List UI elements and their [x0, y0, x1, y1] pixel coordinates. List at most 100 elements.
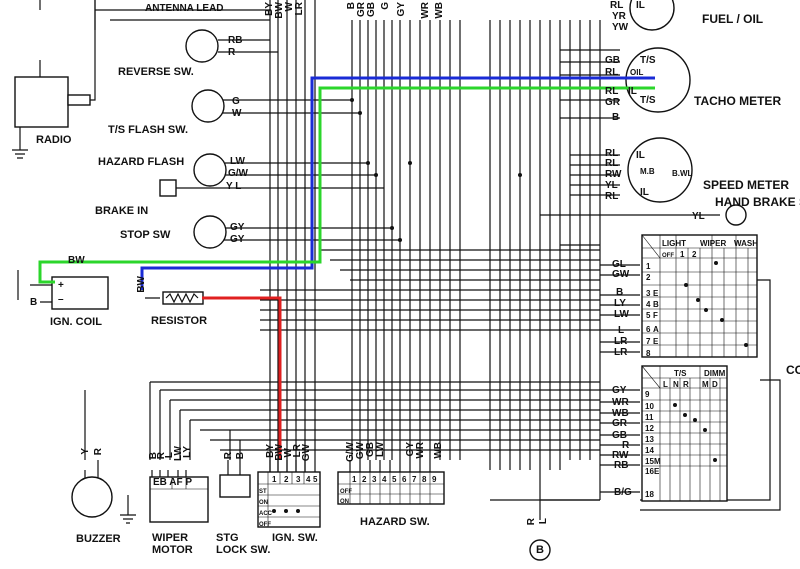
- rb1-lr2: LR: [614, 347, 628, 358]
- hand-brake-circle: [725, 204, 747, 226]
- rb1-letter-e: E: [653, 289, 659, 298]
- rb1-pin-6: 6: [646, 325, 651, 334]
- rb1-pin-2: 2: [646, 273, 651, 282]
- rb1-lr1: LR: [614, 336, 628, 347]
- fuel-wire-yr: YR: [612, 11, 626, 22]
- rb2-pin-12: 12: [645, 424, 654, 433]
- wiper-header: WIPER: [700, 239, 727, 248]
- rb1-pin-5: 5: [646, 311, 651, 320]
- ign-coil-minus: –: [58, 294, 64, 305]
- hazard-flash-wire-gw: G/W: [228, 168, 248, 179]
- rb2-r: R: [622, 440, 630, 451]
- rb2-bg: B/G: [614, 487, 632, 498]
- rb2-rb: RB: [614, 460, 629, 471]
- top-wire-wr: WR: [420, 2, 431, 19]
- hazard-flash-wire-lw: LW: [230, 156, 245, 167]
- hz-pin-1: 1: [352, 475, 357, 484]
- rb2-letter-e: E: [654, 467, 660, 476]
- rb2-gy: GY: [612, 385, 627, 396]
- rb1-letter-a: A: [653, 325, 659, 334]
- wiper-pins: EB AF P: [153, 477, 193, 488]
- ign-sw-label: IGN. SW.: [272, 532, 318, 544]
- hz-pin-8: 8: [422, 475, 427, 484]
- ign-row-st: ST: [259, 489, 267, 495]
- dimm-header: DIMM: [704, 369, 726, 378]
- light-switch-table: [641, 234, 758, 358]
- hazard-flash-label: HAZARD FLASH: [98, 156, 185, 168]
- red-overlay-wire: [202, 296, 282, 460]
- hz-pin-6: 6: [402, 475, 407, 484]
- light-sub-2: 2: [692, 250, 697, 259]
- stg-lock-box: [219, 474, 251, 498]
- rb2-pin-10: 10: [645, 402, 654, 411]
- tacho-wire-rl2: RL: [605, 86, 619, 97]
- speed-meter-label: SPEED METER: [703, 178, 790, 192]
- tacho-wire-gr: GR: [605, 97, 620, 108]
- resistor-zigzag: [165, 292, 199, 304]
- hazard-sw-table: [337, 471, 445, 505]
- rb2-gr: GR: [612, 418, 627, 429]
- ts-sub-m: M: [702, 380, 709, 389]
- stg-wire-b: B: [235, 452, 246, 460]
- component-shapes: [14, 0, 758, 561]
- ts-sub-r: R: [683, 380, 689, 389]
- resistor-wire-bw: BW: [136, 276, 147, 293]
- ts-flash-switch-circle: [191, 89, 225, 123]
- rb2-rw: RW: [612, 450, 629, 461]
- bottom-bulb-circle: [529, 539, 551, 561]
- hz-row-on: ON: [340, 499, 349, 505]
- rb2-pin-18: 18: [645, 490, 654, 499]
- ign-row-off: OFF: [259, 522, 271, 528]
- tacho-meter-circle: [625, 47, 691, 113]
- tacho-wire-gb: GB: [605, 55, 620, 66]
- hand-brake-label: HAND BRAKE S: [715, 195, 800, 209]
- rb1-gw: GW: [612, 269, 630, 280]
- rb2-gb: GB: [612, 430, 627, 441]
- rb2-pin-11: 11: [645, 413, 654, 422]
- ts-sub-d: D: [712, 380, 718, 389]
- rb2-letter-m: M: [654, 457, 661, 466]
- wash-header: WASH: [734, 239, 758, 248]
- ign-pin-3: 3: [296, 475, 301, 484]
- blue-overlay-wire: [140, 76, 655, 290]
- resistor-label: RESISTOR: [151, 315, 208, 327]
- fuel-oil-circle: [629, 0, 675, 31]
- hz-wire-wr: WR: [415, 442, 426, 459]
- ign-sw-table: [257, 471, 321, 528]
- ign-coil-box: [51, 276, 109, 310]
- speed-il-top: IL: [636, 150, 645, 161]
- rb1-pin-1: 1: [646, 262, 651, 271]
- stop-sw-wire-gy1: GY: [230, 222, 245, 233]
- rb1-letter-e2: E: [653, 337, 659, 346]
- hazard-flash-wire-yl: Y L: [226, 181, 242, 192]
- antenna-lead-label: ANTENNA LEAD: [145, 3, 224, 14]
- ign-pin-4: 4: [306, 475, 311, 484]
- co-partial-label: CO: [786, 363, 800, 377]
- ts-sub-n: N: [673, 380, 679, 389]
- rb2-wb: WB: [612, 408, 629, 419]
- stop-sw-label: STOP SW: [120, 229, 171, 241]
- speed-bwl: B.WL: [672, 169, 693, 178]
- speed-wire-rl3: RL: [605, 191, 619, 202]
- ign-wire-gw: GW: [301, 444, 312, 462]
- ts-flash-wire-g: G: [232, 96, 240, 107]
- hz-pin-2: 2: [362, 475, 367, 484]
- fuel-wire-yw: YW: [612, 22, 629, 33]
- tacho-meter-label: TACHO METER: [694, 94, 782, 108]
- ts-flash-sw-label: T/S FLASH SW.: [108, 124, 189, 136]
- bottom-wire-r: R: [526, 518, 537, 526]
- rb1-pin-4: 4: [646, 300, 651, 309]
- ign-coil-wire-b: B: [30, 297, 38, 308]
- ign-pin-5: 5: [313, 475, 318, 484]
- ign-pin-1: 1: [272, 475, 277, 484]
- rb1-lw: LW: [614, 309, 629, 320]
- rb1-pin-7: 7: [646, 337, 651, 346]
- rb1-pin-8: 8: [646, 349, 651, 358]
- radio-plug: [67, 94, 91, 106]
- hz-row-off: OFF: [340, 489, 352, 495]
- wiper-wire-ly: LY: [182, 446, 193, 458]
- light-header: LIGHT: [662, 239, 686, 248]
- buzzer-label: BUZZER: [76, 533, 121, 545]
- ts-sub-l: L: [663, 380, 668, 389]
